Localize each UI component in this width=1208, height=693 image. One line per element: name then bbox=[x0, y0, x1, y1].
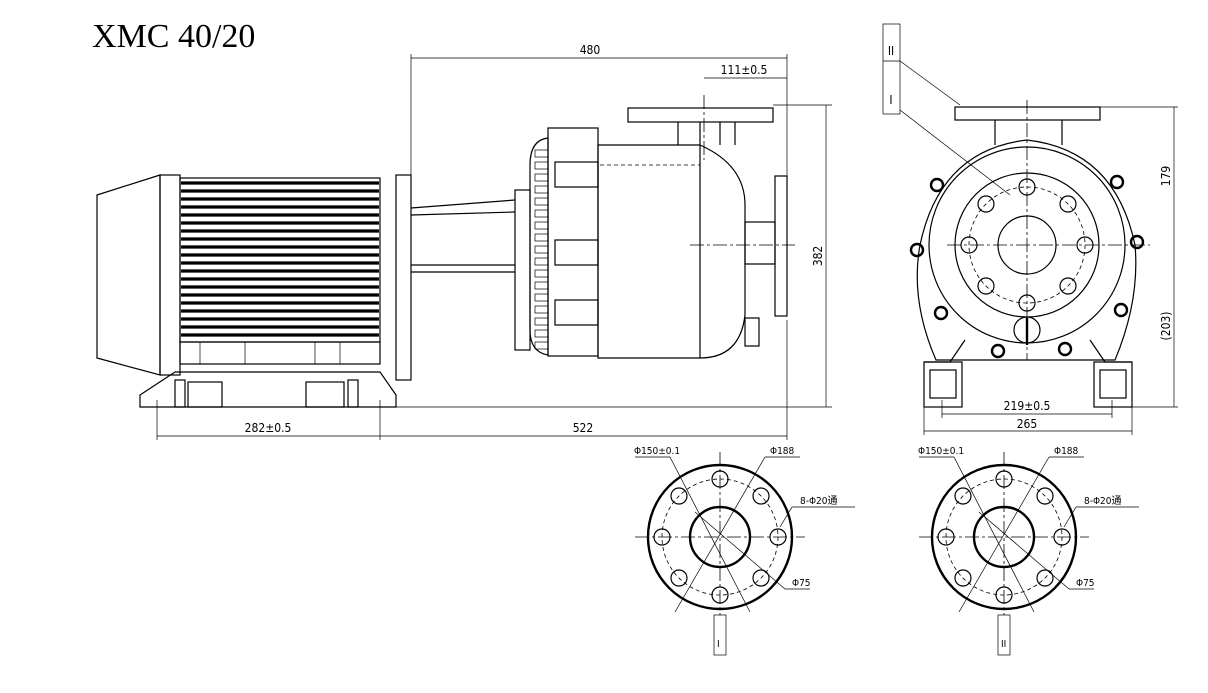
flange-holes-label: 8-Φ20通 bbox=[1084, 495, 1122, 507]
casing-bolt bbox=[1057, 341, 1073, 357]
casing-bolt bbox=[909, 242, 925, 258]
rib bbox=[534, 185, 549, 194]
flange-pcd-label: Φ150±0.1 bbox=[918, 446, 964, 457]
suction-flange bbox=[774, 175, 788, 317]
rib bbox=[534, 329, 549, 338]
side-view: 480 111±0.5 382 282±0.5 522 bbox=[96, 43, 832, 440]
flange-hole bbox=[1036, 487, 1054, 505]
flange-hole bbox=[670, 487, 688, 505]
rib bbox=[534, 197, 549, 206]
bracket-ribs bbox=[534, 149, 549, 350]
bolt-hole bbox=[1059, 195, 1077, 213]
rib bbox=[534, 341, 549, 350]
casing-bolt bbox=[1109, 174, 1125, 190]
casing-bolt bbox=[1129, 234, 1145, 250]
rib bbox=[534, 305, 549, 314]
flange-pcd-label: Φ150±0.1 bbox=[634, 446, 680, 457]
flange-hole bbox=[752, 487, 770, 505]
rib bbox=[534, 233, 549, 242]
flange-hole bbox=[752, 569, 770, 587]
rib bbox=[534, 317, 549, 326]
motor-flange bbox=[395, 174, 412, 381]
bolt-hole bbox=[977, 195, 995, 213]
casing-bolt bbox=[1113, 302, 1129, 318]
front-discharge-flange bbox=[954, 106, 1101, 121]
dim-382: 382 bbox=[811, 246, 825, 267]
flange-marker: I bbox=[717, 639, 720, 650]
flange-hole bbox=[1036, 569, 1054, 587]
casing-bolt bbox=[990, 343, 1006, 359]
bolt-hole bbox=[977, 277, 995, 295]
flange-hole bbox=[954, 487, 972, 505]
rib bbox=[534, 173, 549, 182]
discharge-flange bbox=[627, 107, 774, 123]
rib bbox=[534, 209, 549, 218]
fan-cover bbox=[96, 174, 161, 376]
rib bbox=[534, 245, 549, 254]
flange-marker-box bbox=[997, 614, 1011, 656]
flange-holes-label: 8-Φ20通 bbox=[800, 495, 838, 507]
pump-casing bbox=[597, 144, 746, 359]
rib bbox=[534, 269, 549, 278]
motor-fins bbox=[181, 181, 379, 337]
front-view: II I 179 (203) 219±0.5 265 bbox=[882, 23, 1178, 435]
rib bbox=[534, 161, 549, 170]
rib bbox=[534, 281, 549, 290]
flange-outer-label: Φ188 bbox=[1054, 446, 1079, 457]
bolt-hole bbox=[1059, 277, 1077, 295]
section-marker-box bbox=[882, 23, 901, 115]
flange-marker: II bbox=[1001, 639, 1006, 650]
dim-265: 265 bbox=[1017, 417, 1038, 431]
flange-bore-label: Φ75 bbox=[1076, 578, 1095, 589]
marker-i: I bbox=[889, 93, 892, 107]
dim-179: 179 bbox=[1159, 166, 1173, 187]
rib bbox=[534, 257, 549, 266]
casing-bolt bbox=[929, 177, 945, 193]
dim-203: (203) bbox=[1159, 311, 1173, 340]
dim-480: 480 bbox=[580, 43, 601, 57]
flange-hole bbox=[954, 569, 972, 587]
drawing-title: XMC 40/20 bbox=[92, 18, 255, 55]
casing-bolt bbox=[933, 305, 949, 321]
flange-outer-label: Φ188 bbox=[770, 446, 795, 457]
dim-111: 111±0.5 bbox=[721, 63, 768, 77]
dim-522: 522 bbox=[573, 421, 594, 435]
flange-hole bbox=[670, 569, 688, 587]
rib bbox=[534, 221, 549, 230]
motor-base bbox=[139, 371, 397, 408]
rib bbox=[534, 149, 549, 158]
dim-282: 282±0.5 bbox=[245, 421, 292, 435]
dim-219: 219±0.5 bbox=[1004, 399, 1051, 413]
flange-bore-label: Φ75 bbox=[792, 578, 811, 589]
rib bbox=[534, 293, 549, 302]
flange-marker-box bbox=[713, 614, 727, 656]
marker-ii: II bbox=[888, 44, 894, 58]
